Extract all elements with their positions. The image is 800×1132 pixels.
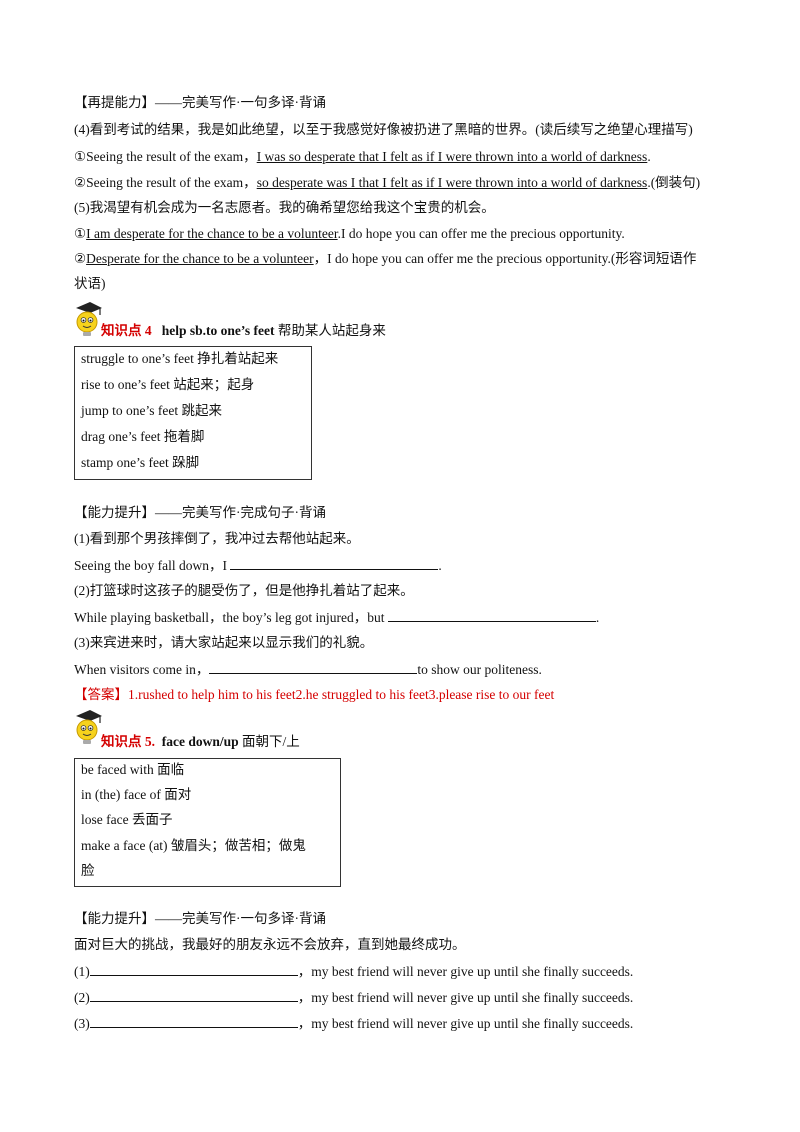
question-text: 面对巨大的挑战，我最好的朋友永远不会放弃，直到她最终成功。 <box>74 937 466 952</box>
translation-line-1: (1)，my best friend will never give up un… <box>74 962 634 979</box>
blank-field[interactable] <box>209 660 418 674</box>
answer-line: 【答案】1.rushed to help him to his feet2.he… <box>74 687 555 702</box>
kp5-item: be faced with 面临 <box>81 762 185 777</box>
kp4-phrase-box: struggle to one’s feet 挣扎着站起来 rise to on… <box>74 346 312 480</box>
answer-4-2: ②Seeing the result of the exam，so desper… <box>74 175 701 190</box>
question-5: (5)我渴望有机会成为一名志愿者。我的确希望您给我这个宝贵的机会。 <box>74 200 495 215</box>
sentence-3: When visitors come in，to show our polite… <box>74 660 542 677</box>
knowledge-point-4-title: 知识点 4 help sb.to one’s feet 帮助某人站起身来 <box>101 323 386 338</box>
question-3: (3)来宾进来时，请大家站起来以显示我们的礼貌。 <box>74 635 374 650</box>
answer-5-2-cont: 状语) <box>74 276 106 291</box>
answer-5-2: ②Desperate for the chance to be a volunt… <box>74 251 697 266</box>
section-heading-1: 【再提能力】——完美写作·一句多译·背诵 <box>74 95 326 110</box>
kp4-item: jump to one’s feet 跳起来 <box>81 403 222 418</box>
question-2: (2)打篮球时这孩子的腿受伤了，但是他挣扎着站了起来。 <box>74 583 414 598</box>
answer-4-1: ①Seeing the result of the exam，I was so … <box>74 149 651 164</box>
answer-5-1: ①I am desperate for the chance to be a v… <box>74 226 625 241</box>
blank-field[interactable] <box>89 1014 298 1028</box>
knowledge-point-5-title: 知识点 5. face down/up 面朝下/上 <box>101 734 300 749</box>
kp5-item: lose face 丢面子 <box>81 812 173 827</box>
kp5-item: in (the) face of 面对 <box>81 787 192 802</box>
kp4-item: drag one’s feet 拖着脚 <box>81 429 205 444</box>
mascot-icon <box>76 710 102 744</box>
mascot-icon <box>76 302 102 336</box>
blank-field[interactable] <box>89 962 298 976</box>
blank-field[interactable] <box>89 988 298 1002</box>
kp5-item: make a face (at) 皱眉头；做苦相；做鬼 <box>81 838 306 853</box>
kp4-item: struggle to one’s feet 挣扎着站起来 <box>81 351 279 366</box>
kp4-item: stamp one’s feet 跺脚 <box>81 455 200 470</box>
sentence-1: Seeing the boy fall down，I . <box>74 556 442 573</box>
translation-line-3: (3)，my best friend will never give up un… <box>74 1014 634 1031</box>
blank-field[interactable] <box>230 556 439 570</box>
kp5-item: 脸 <box>81 863 95 878</box>
blank-field[interactable] <box>387 608 596 622</box>
question-4: (4)看到考试的结果，我是如此绝望，以至于我感觉好像被扔进了黑暗的世界。(读后续… <box>74 122 693 137</box>
kp4-item: rise to one’s feet 站起来；起身 <box>81 377 255 392</box>
kp5-phrase-box: be faced with 面临 in (the) face of 面对 los… <box>74 758 341 887</box>
section-heading-3: 【能力提升】——完美写作·一句多译·背诵 <box>74 911 326 926</box>
sentence-2: While playing basketball，the boy’s leg g… <box>74 608 600 625</box>
section-heading-2: 【能力提升】——完美写作·完成句子·背诵 <box>74 505 326 520</box>
question-1: (1)看到那个男孩摔倒了，我冲过去帮他站起来。 <box>74 531 360 546</box>
translation-line-2: (2)，my best friend will never give up un… <box>74 988 634 1005</box>
